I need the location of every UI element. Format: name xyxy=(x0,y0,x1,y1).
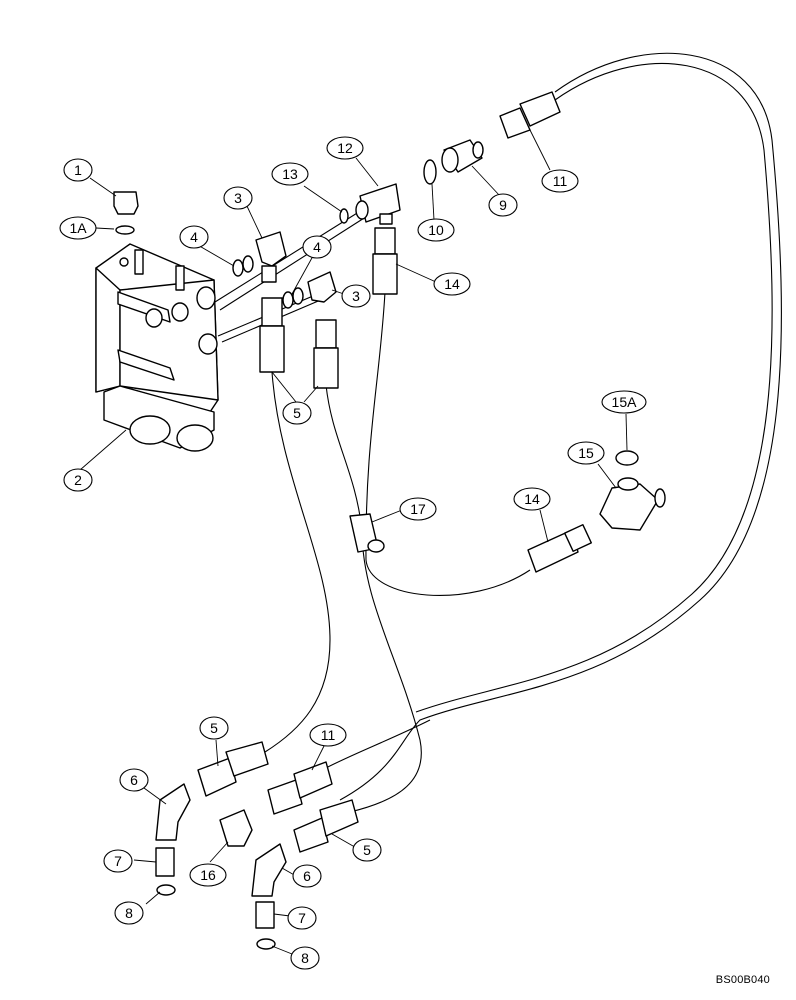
callout: 14 xyxy=(433,272,471,296)
o-ring-8-right xyxy=(256,938,276,950)
callout: 2 xyxy=(63,468,93,492)
callout: 5 xyxy=(199,716,229,740)
callout: 4 xyxy=(179,225,209,249)
hose-end-14-upper xyxy=(374,227,396,255)
callout-label: 6 xyxy=(303,868,311,884)
hose-14 xyxy=(365,291,531,596)
callout: 17 xyxy=(399,497,437,521)
plug-1 xyxy=(113,191,139,215)
callout: 10 xyxy=(417,218,455,242)
fittings xyxy=(113,91,666,950)
callout: 5 xyxy=(352,838,382,862)
o-ring-1A xyxy=(115,225,135,235)
callout-label: 4 xyxy=(313,239,321,255)
elbow-6-left xyxy=(155,783,191,841)
callout-label: 9 xyxy=(499,197,507,213)
callout-label: 6 xyxy=(130,772,138,788)
o-ring-4-upper xyxy=(232,259,244,277)
callout-label: 5 xyxy=(363,842,371,858)
callout-label: 1A xyxy=(69,220,87,236)
callout-label: 8 xyxy=(125,905,133,921)
callout: 5 xyxy=(282,401,312,425)
callout: 3 xyxy=(223,186,253,210)
callout: 9 xyxy=(488,193,518,217)
o-ring-15A xyxy=(615,450,639,466)
o-ring-10 xyxy=(423,159,437,185)
hose-5-left xyxy=(264,371,331,753)
hose-end-11-lower xyxy=(267,779,303,815)
elbow-3-lower xyxy=(307,271,337,303)
elbow-6-right xyxy=(251,843,287,897)
hose-end-5-lower-left xyxy=(197,757,237,797)
callout-label: 5 xyxy=(210,720,218,736)
elbow-3-upper xyxy=(255,231,287,267)
callout-label: 4 xyxy=(190,229,198,245)
callout: 13 xyxy=(271,162,309,186)
callout-label: 14 xyxy=(444,276,460,292)
callout-label: 3 xyxy=(352,288,360,304)
adapter-7-left xyxy=(155,847,175,877)
callout-label: 15 xyxy=(578,445,594,461)
callout-label: 15A xyxy=(612,394,638,410)
callout-label: 16 xyxy=(200,867,216,883)
hose-end-5-a xyxy=(261,297,283,327)
callout: 7 xyxy=(103,849,133,873)
callout-label: 7 xyxy=(298,910,306,926)
hose-end-5-b xyxy=(315,319,337,349)
callout-label: 14 xyxy=(524,491,540,507)
callout-label: 11 xyxy=(553,173,568,189)
drawing-code: BS00B040 xyxy=(715,974,770,986)
control-valve xyxy=(95,243,219,452)
callout-label: 8 xyxy=(301,950,309,966)
callout: 1A xyxy=(59,216,97,240)
callout: 4 xyxy=(302,235,332,259)
callout: 15 xyxy=(567,441,605,465)
hose-end-5-lower-right xyxy=(293,817,329,853)
callout-label: 17 xyxy=(410,501,426,517)
callout-label: 10 xyxy=(428,222,444,238)
callout: 16 xyxy=(189,863,227,887)
callout-label: 12 xyxy=(337,140,353,156)
leader-lines xyxy=(79,129,628,955)
callout: 11 xyxy=(541,169,579,193)
callout: 1 xyxy=(63,158,93,182)
adapter-7-right xyxy=(255,901,275,929)
callout: 7 xyxy=(287,906,317,930)
elbow-16 xyxy=(219,809,253,847)
callout: 8 xyxy=(290,946,320,970)
hose-11-lower xyxy=(321,719,431,771)
callout-label: 13 xyxy=(282,166,298,182)
callout-label: 1 xyxy=(74,162,82,178)
callout: 15A xyxy=(601,390,647,414)
callout: 14 xyxy=(513,487,551,511)
callout: 3 xyxy=(341,284,371,308)
o-ring-4-lower xyxy=(282,291,294,309)
o-ring-13 xyxy=(339,208,349,224)
callout-label: 11 xyxy=(321,727,336,743)
tee-15 xyxy=(599,483,659,531)
callout-label: 7 xyxy=(114,853,122,869)
callout: 8 xyxy=(114,901,144,925)
hose-return xyxy=(339,52,782,801)
callout: 12 xyxy=(326,136,364,160)
callout: 6 xyxy=(292,864,322,888)
hose-5-right xyxy=(325,384,422,813)
o-ring-8-left xyxy=(156,884,176,896)
callout: 6 xyxy=(119,768,149,792)
hose-end-14-lower xyxy=(527,529,579,573)
hoses xyxy=(214,52,782,813)
callout-label: 3 xyxy=(234,190,242,206)
callout: 11 xyxy=(309,723,347,747)
callout-label: 2 xyxy=(74,472,82,488)
callout-label: 5 xyxy=(293,405,301,421)
